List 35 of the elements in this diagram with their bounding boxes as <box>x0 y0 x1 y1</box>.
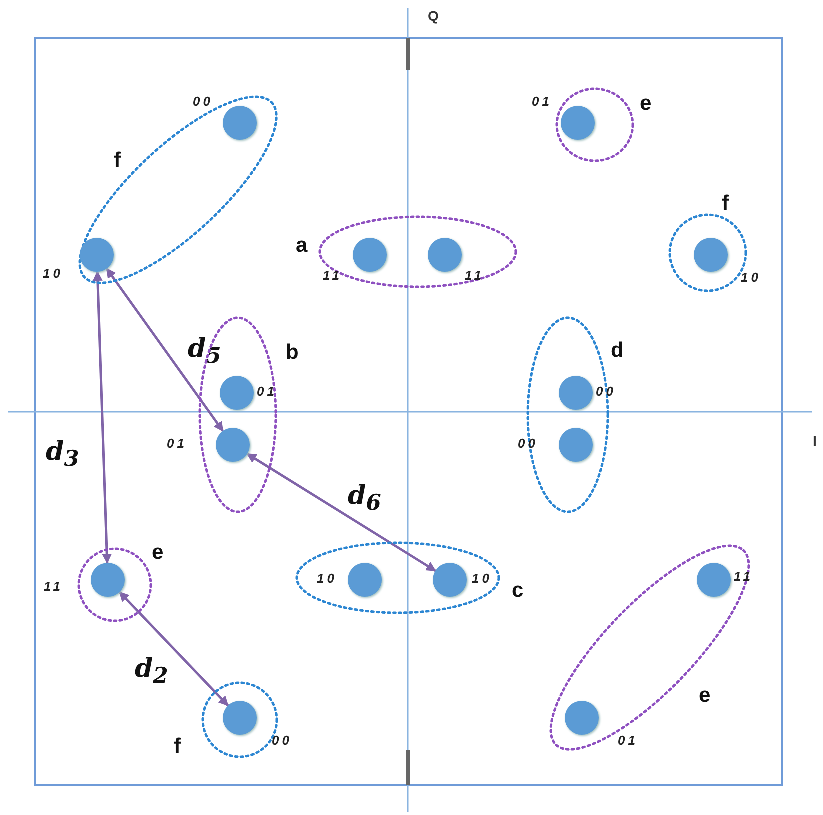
bit-label: 00 <box>518 437 538 451</box>
axis-label: I <box>813 433 817 449</box>
group-letter: f <box>114 150 121 172</box>
bit-label: 11 <box>465 269 484 283</box>
bit-label: 01 <box>532 95 552 109</box>
group-letter: d <box>611 340 624 362</box>
distance-label: d$_{6}$ <box>348 482 382 518</box>
group-letter: b <box>286 342 299 364</box>
bit-label: 01 <box>618 734 638 748</box>
bit-label: 10 <box>42 266 64 281</box>
bit-label: 11 <box>734 570 754 584</box>
group-letter: e <box>698 684 711 707</box>
axis-label: Q <box>428 8 439 24</box>
group-letter: c <box>512 580 524 602</box>
double-arrow <box>92 271 112 564</box>
group-letter: e <box>640 93 652 115</box>
bit-label: 00 <box>272 734 292 748</box>
group-letter: a <box>296 235 308 257</box>
bit-label: 11 <box>44 580 64 594</box>
bit-label: 01 <box>167 437 188 451</box>
bit-label: 10 <box>741 271 762 285</box>
bit-label: 00 <box>192 94 214 109</box>
double-arrow <box>118 591 230 707</box>
bit-label: 00 <box>596 385 616 399</box>
group-letter: e <box>152 542 164 564</box>
bit-label: 10 <box>472 572 492 586</box>
double-arrow <box>246 452 436 572</box>
group-letter: f <box>722 193 729 215</box>
distance-label: d$_{2}$ <box>135 655 168 692</box>
bit-label: 10 <box>317 572 338 586</box>
distance-label: d$_{3}$ <box>46 438 80 474</box>
double-arrow <box>106 268 224 432</box>
bit-label: 01 <box>257 385 278 399</box>
group-letter: f <box>174 736 181 758</box>
bit-label: 11 <box>323 269 342 283</box>
